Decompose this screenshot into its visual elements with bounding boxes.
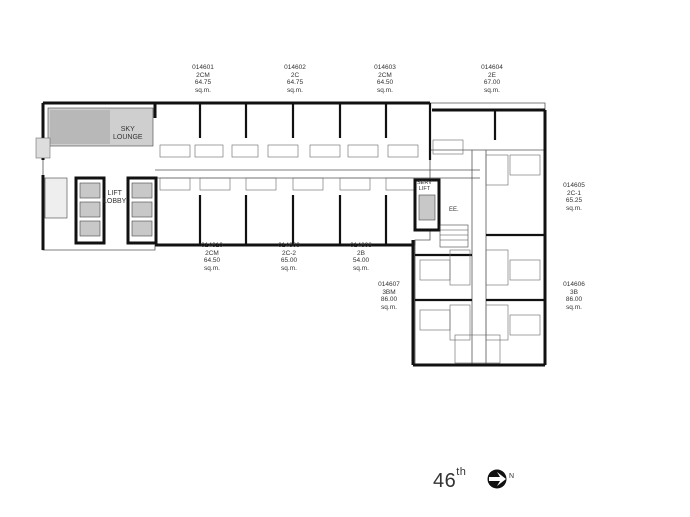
lift-lobby-label-line1: LIFT: [107, 190, 122, 197]
unit-type: 2C-1: [566, 189, 582, 197]
unit-type: 2B: [357, 249, 365, 257]
sky-lounge-label: SKY LOUNGE: [113, 126, 143, 142]
unit-area-unit: sq.m.: [566, 204, 582, 212]
unit-label-014603: 014603 2CM 64.50 sq.m.: [362, 64, 408, 94]
unit-label-014601: 014601 2CM 64.75 sq.m.: [180, 64, 226, 94]
lift-lobby-label-line2: LOBBY: [103, 198, 127, 205]
unit-type: 2CM: [196, 71, 210, 79]
unit-area: 64.50: [203, 257, 221, 265]
floor-number-suffix: th: [456, 466, 467, 479]
unit-id: 014607: [378, 281, 400, 288]
unit-label-014602: 014602 2C 64.75 sq.m.: [272, 64, 318, 94]
unit-label-014609: 014609 2C-2 65.00 sq.m.: [266, 242, 312, 272]
unit-id: 014610: [201, 242, 223, 249]
north-arrow-icon: N: [487, 469, 514, 489]
unit-area-unit: sq.m.: [381, 303, 397, 311]
ee-room-label: EE.: [449, 207, 459, 213]
unit-type: 2CM: [378, 71, 392, 79]
unit-id: 014601: [192, 64, 214, 71]
unit-id: 014606: [563, 281, 585, 288]
sky-lounge-label-line1: SKY: [120, 126, 135, 133]
unit-id: 014609: [278, 242, 300, 249]
unit-area-unit: sq.m.: [195, 86, 211, 94]
unit-label-014604: 014604 2E 67.00 sq.m.: [469, 64, 515, 94]
unit-area: 86.00: [565, 296, 583, 304]
unit-area-unit: sq.m.: [484, 86, 500, 94]
unit-label-014608: 014608 2B 54.00 sq.m.: [338, 242, 384, 272]
unit-area: 64.50: [376, 79, 394, 87]
unit-id: 014608: [350, 242, 372, 249]
unit-area: 65.25: [565, 197, 583, 205]
service-lift-label-line1: SERV: [417, 180, 432, 186]
service-lift-label: SERV LIFT: [417, 180, 432, 192]
unit-area-unit: sq.m.: [377, 86, 393, 94]
unit-area: 67.00: [483, 79, 501, 87]
unit-id: 014604: [481, 64, 503, 71]
unit-label-014610: 014610 2CM 64.50 sq.m.: [189, 242, 235, 272]
service-lift-label-line2: LIFT: [418, 186, 431, 192]
unit-area: 65.00: [280, 257, 298, 265]
unit-type: 3B: [570, 288, 578, 296]
unit-area: 64.75: [194, 79, 212, 87]
unit-area-unit: sq.m.: [353, 264, 369, 272]
unit-area: 54.00: [352, 257, 370, 265]
lift-lobby-label: LIFT LOBBY: [103, 190, 126, 206]
unit-type: 2CM: [205, 249, 219, 257]
unit-area-unit: sq.m.: [204, 264, 220, 272]
unit-type: 2C: [290, 71, 300, 79]
unit-area-unit: sq.m.: [287, 86, 303, 94]
unit-area-unit: sq.m.: [281, 264, 297, 272]
unit-type: 2C-2: [281, 249, 297, 257]
unit-type: 2E: [488, 71, 496, 79]
unit-area-unit: sq.m.: [566, 303, 582, 311]
unit-label-014607: 014607 3BM 86.00 sq.m.: [366, 281, 412, 311]
unit-id: 014605: [563, 182, 585, 189]
floor-number: 46th: [433, 466, 466, 493]
unit-type: 3BM: [382, 288, 396, 296]
unit-area: 64.75: [286, 79, 304, 87]
unit-label-014605: 014605 2C-1 65.25 sq.m.: [551, 182, 597, 212]
north-letter: N: [509, 473, 514, 480]
unit-label-014606: 014606 3B 86.00 sq.m.: [551, 281, 597, 311]
floor-number-value: 46: [433, 470, 457, 492]
unit-id: 014602: [284, 64, 306, 71]
sky-lounge-label-line2: LOUNGE: [113, 134, 143, 141]
unit-id: 014603: [374, 64, 396, 71]
unit-area: 86.00: [380, 296, 398, 304]
